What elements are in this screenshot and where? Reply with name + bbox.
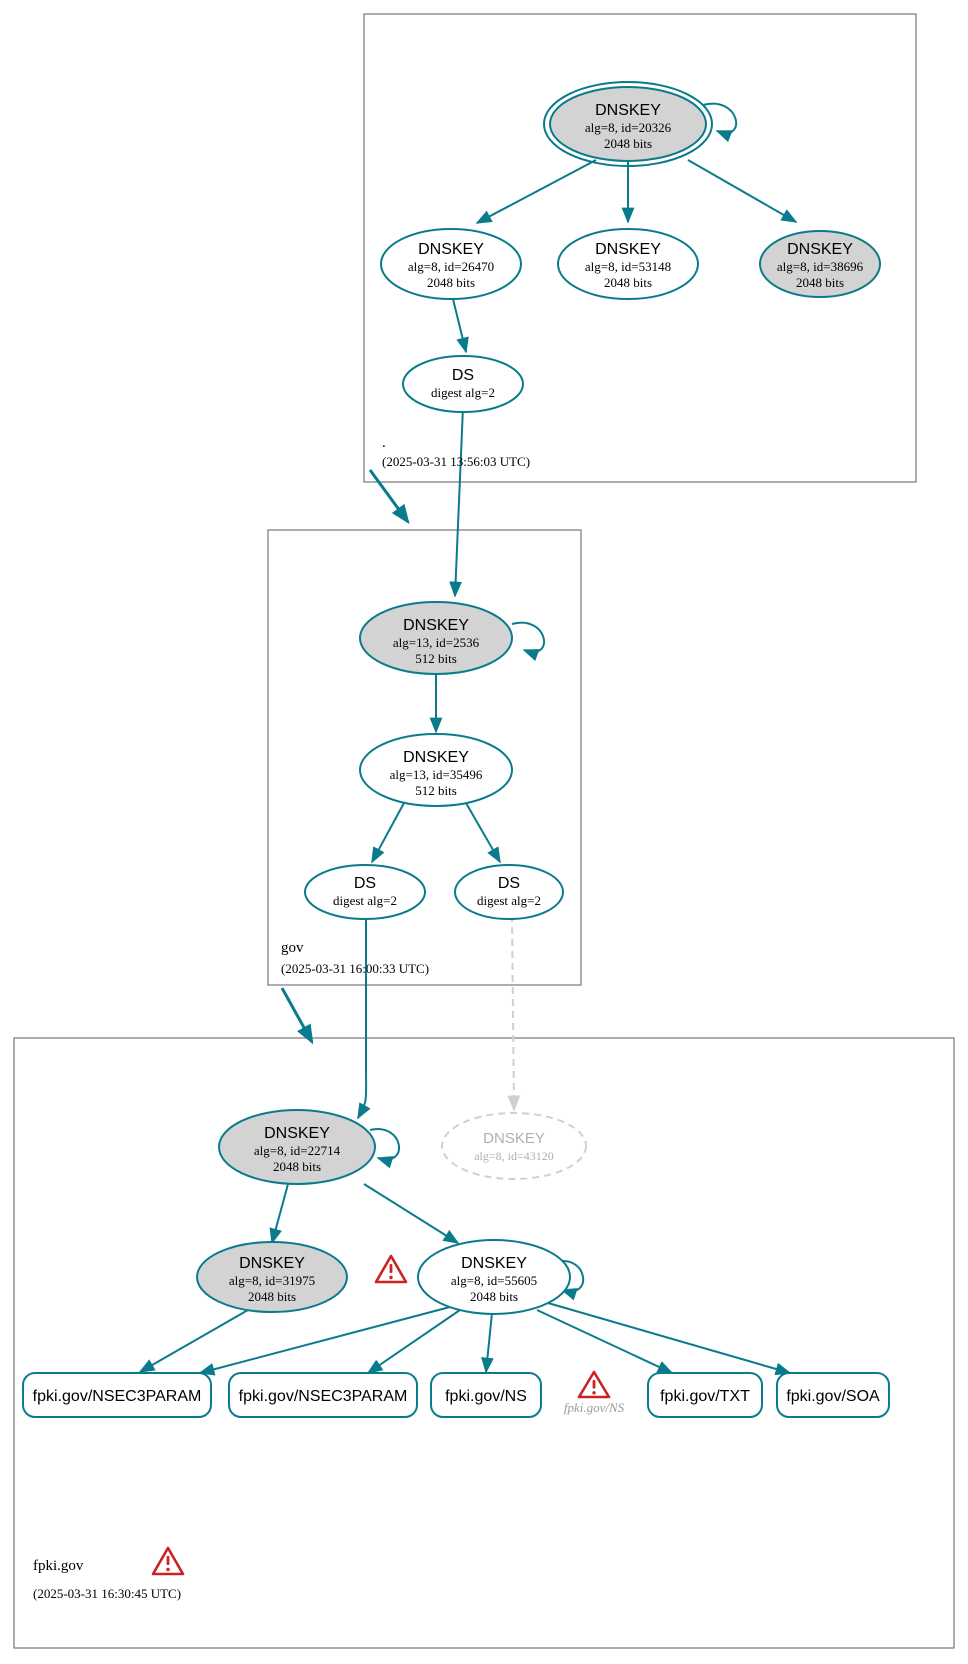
edge-fpki-22714-to-55605 <box>363 1183 460 1244</box>
node-gov-ksk-2536[interactable] <box>359 601 513 675</box>
edge-fpki-55605-to-rr3 <box>481 1312 494 1374</box>
node-root-ds-title: DS <box>452 367 474 384</box>
rrset-label-4: fpki.gov/TXT <box>660 1388 750 1405</box>
edge-delegation-gov-to-fpki <box>280 987 314 1045</box>
node-root-zsk-38696[interactable] <box>759 230 881 298</box>
node-gov-ds-left-line1: digest alg=2 <box>333 893 397 908</box>
node-fpki-43120-line1: alg=8, id=43120 <box>474 1149 554 1163</box>
node-fpki-31975-line2: 2048 bits <box>248 1289 296 1304</box>
node-root-ksk-title: DNSKEY <box>595 102 661 119</box>
node-root-ksk-line1: alg=8, id=20326 <box>585 120 672 135</box>
zone-box-gov <box>267 529 582 986</box>
warning-icon-rrset-ns[interactable] <box>577 1370 611 1399</box>
node-fpki-55605-title: DNSKEY <box>461 1255 527 1272</box>
edge-fpki-22714-self <box>369 1128 401 1169</box>
node-root-53148-line1: alg=8, id=53148 <box>585 259 671 274</box>
node-gov-zsk-35496[interactable] <box>359 733 513 807</box>
rrset-box-5[interactable] <box>776 1372 890 1418</box>
rrset-box-3[interactable] <box>430 1372 542 1418</box>
rrset-box-2[interactable] <box>228 1372 418 1418</box>
edge-gov-35496-to-ds-left <box>371 802 405 864</box>
node-gov-ds-right-line1: digest alg=2 <box>477 893 541 908</box>
node-root-26470-line1: alg=8, id=26470 <box>408 259 494 274</box>
node-root-53148-title: DNSKEY <box>595 241 661 258</box>
edge-root-ds-to-gov-ksk <box>449 406 464 598</box>
edge-fpki-22714-to-31975 <box>269 1183 289 1245</box>
node-root-ksk-line2: 2048 bits <box>604 136 652 151</box>
node-fpki-zsk-55605[interactable] <box>417 1239 571 1315</box>
edge-fpki-55605-to-rr2 <box>366 1309 461 1374</box>
warning-icon-key-31975[interactable] <box>374 1254 408 1284</box>
edge-root-ksk-to-26470 <box>475 159 597 224</box>
edge-gov-ds-to-fpki-ksk <box>357 915 371 1120</box>
edge-root-ksk-to-38696 <box>687 159 798 223</box>
node-fpki-22714-title: DNSKEY <box>264 1125 330 1142</box>
node-root-ds-line1: digest alg=2 <box>431 385 495 400</box>
node-root-53148-line2: 2048 bits <box>604 275 652 290</box>
node-root-38696-line1: alg=8, id=38696 <box>777 259 864 274</box>
node-fpki-31975-line1: alg=8, id=31975 <box>229 1273 315 1288</box>
node-gov-35496-title: DNSKEY <box>403 749 469 766</box>
edge-root-ksk-self <box>702 102 738 143</box>
node-fpki-55605-line1: alg=8, id=55605 <box>451 1273 537 1288</box>
node-fpki-ghost-43120[interactable] <box>441 1112 587 1180</box>
zone-box-root <box>363 13 917 483</box>
node-fpki-31975-title: DNSKEY <box>239 1255 305 1272</box>
node-gov-ds-right[interactable] <box>454 864 564 920</box>
node-fpki-22714-line1: alg=8, id=22714 <box>254 1143 341 1158</box>
node-root-38696-title: DNSKEY <box>787 241 853 258</box>
rrset-label-1: fpki.gov/NSEC3PARAM <box>33 1388 202 1405</box>
edge-fpki-55605-to-rr5 <box>547 1302 792 1376</box>
node-gov-2536-line1: alg=13, id=2536 <box>393 635 480 650</box>
zone-timestamp-gov: (2025-03-31 16:00:33 UTC) <box>281 961 429 976</box>
node-gov-2536-line2: 512 bits <box>415 651 457 666</box>
root-ksk-outer-ring <box>543 81 713 167</box>
rrset-box-1[interactable] <box>22 1372 212 1418</box>
node-gov-ds-left-title: DS <box>354 875 376 892</box>
rrset-label-2: fpki.gov/NSEC3PARAM <box>239 1388 408 1405</box>
node-gov-2536-title: DNSKEY <box>403 617 469 634</box>
rrset-box-4[interactable] <box>647 1372 763 1418</box>
node-root-ds[interactable] <box>402 355 524 413</box>
node-gov-ds-right-title: DS <box>498 875 520 892</box>
zone-label-root: . <box>382 435 386 451</box>
edge-gov-35496-to-ds-right <box>465 802 501 864</box>
edge-root-26470-to-ds <box>451 294 469 354</box>
node-fpki-ksk-22714[interactable] <box>218 1109 376 1185</box>
node-root-ksk-20326[interactable] <box>549 86 707 162</box>
node-root-zsk-26470[interactable] <box>380 228 522 300</box>
node-root-zsk-53148[interactable] <box>557 228 699 300</box>
node-fpki-43120-title: DNSKEY <box>483 1130 545 1147</box>
node-gov-35496-line1: alg=13, id=35496 <box>390 767 483 782</box>
edge-delegation-root-to-gov <box>368 469 410 525</box>
rrset-error-label-ns: fpki.gov/NS <box>564 1400 625 1415</box>
rrset-label-3: fpki.gov/NS <box>445 1388 527 1405</box>
rrset-label-5: fpki.gov/SOA <box>786 1388 880 1405</box>
edge-fpki-55605-self <box>555 1260 585 1301</box>
zone-box-fpki <box>13 1037 955 1649</box>
node-root-26470-title: DNSKEY <box>418 241 484 258</box>
edge-fpki-31975-to-rr1 <box>138 1309 249 1373</box>
warning-icon-zone-fpki[interactable] <box>151 1546 185 1576</box>
edge-gov-ds-to-ghost-key <box>507 914 521 1112</box>
node-gov-ds-left[interactable] <box>304 864 426 920</box>
edge-gov-ksk-self <box>511 621 545 662</box>
node-fpki-22714-line2: 2048 bits <box>273 1159 321 1174</box>
node-fpki-55605-line2: 2048 bits <box>470 1289 518 1304</box>
node-fpki-key-31975[interactable] <box>196 1241 348 1313</box>
zone-label-gov: gov <box>281 940 304 956</box>
zone-timestamp-root: (2025-03-31 13:56:03 UTC) <box>382 454 530 469</box>
edge-fpki-55605-to-rr4 <box>536 1309 674 1374</box>
node-root-26470-line2: 2048 bits <box>427 275 475 290</box>
zone-timestamp-fpki: (2025-03-31 16:30:45 UTC) <box>33 1586 181 1601</box>
edge-fpki-55605-to-rr1 <box>198 1306 451 1376</box>
node-root-38696-line2: 2048 bits <box>796 275 844 290</box>
node-gov-35496-line2: 512 bits <box>415 783 457 798</box>
zone-label-fpki: fpki.gov <box>33 1558 84 1574</box>
